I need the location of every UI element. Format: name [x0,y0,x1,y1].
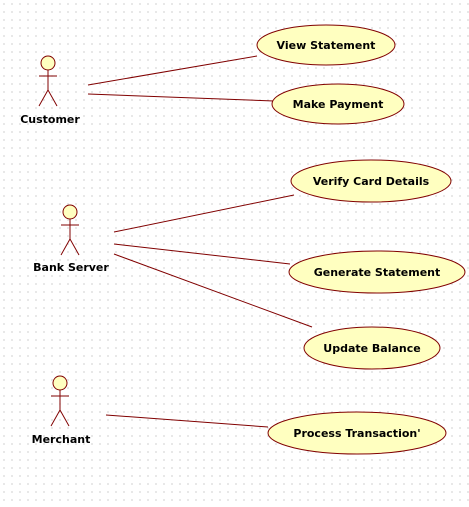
use-case-label: View Statement [277,39,376,52]
use-case-process-transaction[interactable]: Process Transaction' [267,411,447,455]
use-case-view-statement[interactable]: View Statement [256,24,396,66]
use-case-generate-statement[interactable]: Generate Statement [288,250,466,294]
use-case-label: Make Payment [293,98,384,111]
association-bank-server-verify-card-details[interactable] [113,194,295,233]
actor-customer[interactable]: Customer [20,55,80,126]
use-case-label: Generate Statement [314,266,441,279]
use-case-label: Process Transaction' [293,427,420,440]
association-bank-server-generate-statement[interactable] [113,243,291,265]
use-case-ellipse[interactable] [303,326,441,370]
associations [87,55,313,428]
use-case-make-payment[interactable]: Make Payment [271,83,405,125]
use-case-ellipse[interactable] [267,411,447,455]
stick-figure-icon[interactable] [50,375,70,427]
stick-figure-icon[interactable] [60,204,80,256]
stick-figure-icon[interactable] [38,55,58,107]
actor-label: Customer [20,113,80,126]
use-case-ellipse[interactable] [271,83,405,125]
association-customer-view-statement[interactable] [87,55,258,86]
use-case-ellipse[interactable] [256,24,396,66]
use-case-update-balance[interactable]: Update Balance [303,326,441,370]
association-merchant-process-transaction[interactable] [105,414,269,428]
use-case-ellipse[interactable] [290,159,452,203]
actor-merchant[interactable]: Merchant [32,375,91,446]
use-case-label: Verify Card Details [313,175,430,188]
actor-label: Merchant [32,433,91,446]
use-case-label: Update Balance [323,342,420,355]
use-case-ellipse[interactable] [288,250,466,294]
association-customer-make-payment[interactable] [87,93,275,102]
actor-bank-server[interactable]: Bank Server [33,204,109,274]
actor-label: Bank Server [33,261,109,274]
association-bank-server-update-balance[interactable] [113,253,313,328]
use-case-verify-card-details[interactable]: Verify Card Details [290,159,452,203]
